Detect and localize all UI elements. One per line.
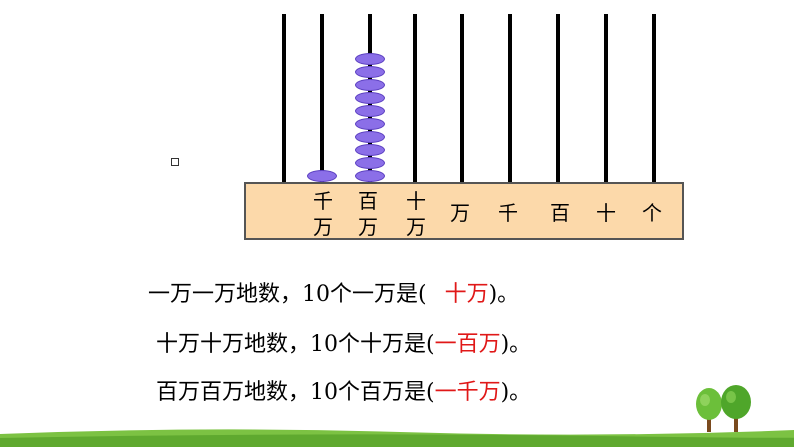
sentence-3: 百万百万地数，10个百万是(一千万)。 [156,374,531,406]
sentence-tail: )。 [488,282,520,307]
abacus-bead [355,105,385,117]
bullet-marker [171,158,179,166]
place-label-wan: 万 [450,201,470,225]
answer-3: 一千万 [434,380,501,405]
grass-decoration [0,429,794,447]
place-label-qianwan: 千万 [313,189,333,239]
rod [652,14,656,182]
answer-2: 一百万 [434,332,501,357]
place-value-panel [244,182,684,240]
sentence-text: 十万十万地数，10个十万是( [156,332,435,357]
sentence-tail: )。 [500,332,532,357]
abacus-bead [355,118,385,130]
place-label-shi: 十 [596,201,616,225]
answer-1: 十万 [444,282,489,307]
place-label-baiwan: 百万 [358,189,378,239]
rod [460,14,464,182]
rod [320,14,324,182]
abacus-bead [355,66,385,78]
abacus-bead [355,170,385,182]
abacus-bead [355,131,385,143]
place-label-bai: 百 [550,201,570,225]
sentence-tail: )。 [500,380,532,405]
rod [413,14,417,182]
abacus-bead [355,144,385,156]
place-label-ge: 个 [642,201,662,225]
rod [282,14,286,182]
abacus-bead [355,92,385,104]
rod [556,14,560,182]
tree-icon [696,385,751,432]
sentence-1: 一万一万地数，10个一万是( 十万)。 [148,276,519,308]
sentence-text: 百万百万地数，10个百万是( [156,380,435,405]
rod [508,14,512,182]
sentence-text: 一万一万地数，10个一万是( [148,282,427,307]
abacus-bead [307,170,337,182]
rod [604,14,608,182]
sentence-2: 十万十万地数，10个十万是(一百万)。 [156,326,531,358]
abacus-bead [355,53,385,65]
place-label-shiwan: 十万 [406,189,426,239]
place-label-qian: 千 [498,201,518,225]
abacus-bead [355,79,385,91]
abacus-bead [355,157,385,169]
